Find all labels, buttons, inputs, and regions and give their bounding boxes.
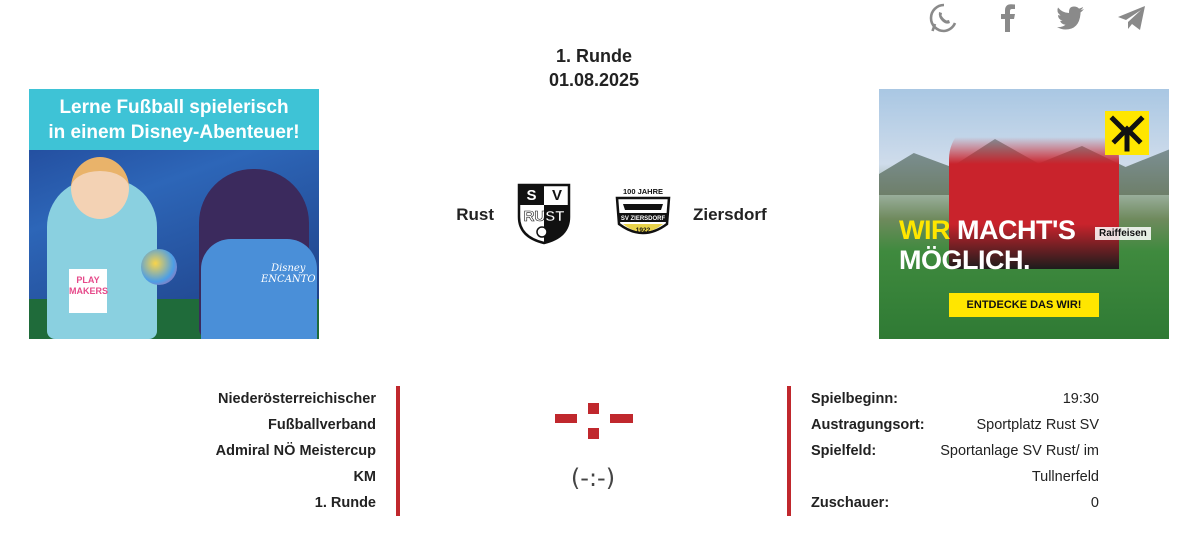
- child-head: [71, 157, 129, 219]
- facebook-icon[interactable]: [992, 2, 1024, 34]
- svg-text:100 JAHRE: 100 JAHRE: [623, 187, 663, 196]
- svg-text:S: S: [526, 187, 536, 204]
- home-team-name[interactable]: Rust: [456, 205, 494, 224]
- svg-text:1922: 1922: [636, 227, 651, 234]
- svg-text:V: V: [552, 187, 562, 204]
- twitter-icon[interactable]: [1054, 2, 1086, 34]
- competition-line: 1. Runde: [314, 495, 376, 511]
- competition-line: Niederösterreichischer: [218, 391, 376, 407]
- ad-cta-button[interactable]: ENTDECKE DAS WIR!: [949, 293, 1099, 317]
- detail-row-venue: Austragungsort: Sportplatz Rust SV: [811, 412, 1099, 438]
- detail-row-pitch: Spielfeld: Sportanlage SV Rust/ im Tulln…: [811, 438, 1099, 490]
- venue-label: Austragungsort:: [811, 417, 925, 433]
- venue-value: Sportplatz Rust SV: [976, 417, 1100, 433]
- score-placeholder-icon: [555, 403, 633, 439]
- kickoff-label: Spielbeginn:: [811, 391, 898, 407]
- ad-left-headline: Lerne Fußball spielerisch in einem Disne…: [29, 89, 319, 150]
- playmakers-logo: PLAY MAKERS: [69, 269, 108, 313]
- match-details: Spielbeginn: 19:30 Austragungsort: Sport…: [811, 386, 1099, 516]
- detail-row-spectators: Zuschauer: 0: [811, 490, 1099, 516]
- whatsapp-icon[interactable]: [928, 2, 960, 34]
- svg-text:RUST: RUST: [524, 208, 565, 225]
- ad-right-headline: WIR MACHT'S: [899, 215, 1076, 245]
- away-team-name[interactable]: Ziersdorf: [693, 205, 767, 224]
- away-team-crest[interactable]: 100 JAHRE SV ZIERSDORF 1922: [611, 186, 675, 244]
- score: (-:-): [570, 464, 616, 492]
- kickoff-value: 19:30: [1062, 391, 1099, 407]
- team-photo: [949, 119, 1119, 269]
- share-bar: [920, 0, 1160, 36]
- competition-info: Niederösterreichischer Fußballverband Ad…: [190, 386, 376, 516]
- encanto-dress: [201, 239, 317, 339]
- ad-right-headline-2: MÖGLICH.: [899, 245, 1031, 275]
- round-header: 1. Runde 01.08.2025: [0, 44, 1188, 92]
- telegram-icon[interactable]: [1116, 2, 1148, 34]
- ad-board-text: Raiffeisen: [1095, 227, 1151, 240]
- pitch-value: Sportanlage SV Rust/ im Tullnerfeld: [940, 443, 1099, 485]
- encanto-logo: Disney ENCANTO: [261, 263, 316, 285]
- competition-line: Admiral NÖ Meistercup: [215, 443, 376, 459]
- match-date: 01.08.2025: [548, 70, 640, 90]
- pitch-label: Spielfeld:: [811, 443, 877, 459]
- football-icon: [141, 249, 177, 285]
- home-team-crest[interactable]: S V RUST: [517, 183, 571, 245]
- divider-left: [396, 386, 400, 516]
- raiffeisen-logo: [1105, 111, 1149, 155]
- ad-banner-left[interactable]: Lerne Fußball spielerisch in einem Disne…: [29, 89, 319, 339]
- detail-row-kickoff: Spielbeginn: 19:30: [811, 386, 1099, 412]
- ad-banner-right[interactable]: Raiffeisen WIR MACHT'S MÖGLICH. ENTDECKE…: [879, 89, 1169, 339]
- competition-line: KM: [353, 469, 376, 485]
- round-label: 1. Runde: [555, 46, 632, 66]
- spectators-label: Zuschauer:: [811, 495, 890, 511]
- competition-line: Fußballverband: [268, 417, 376, 433]
- divider-right: [787, 386, 791, 516]
- spectators-value: 0: [1090, 495, 1099, 511]
- svg-text:SV ZIERSDORF: SV ZIERSDORF: [621, 216, 666, 222]
